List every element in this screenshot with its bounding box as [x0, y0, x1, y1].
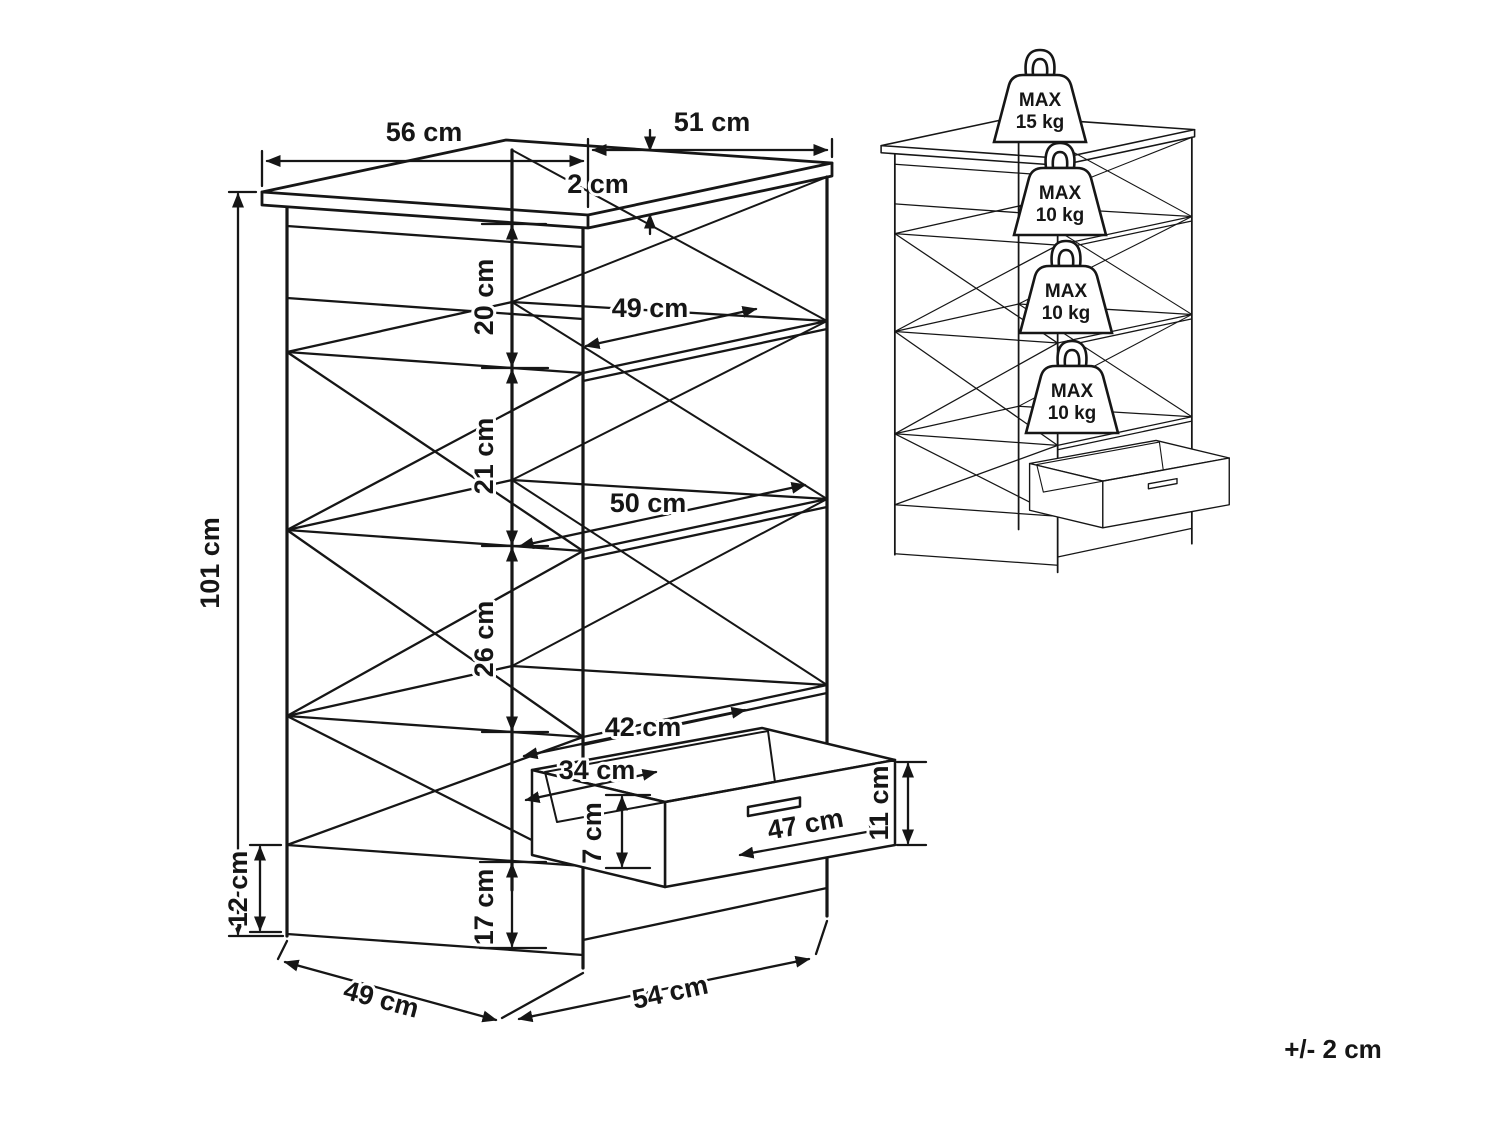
load-limit-badge-shelf3: MAX 10 kg — [1024, 339, 1120, 435]
dim-top-thickness: 2 cm — [567, 169, 629, 199]
load-limit-line1: MAX — [1051, 381, 1094, 402]
dim-shelf-width: 50 cm — [610, 488, 687, 518]
arrow-shelf-width — [518, 481, 807, 550]
dim-top-width: 56 cm — [386, 117, 463, 147]
dim-top-depth: 51 cm — [674, 107, 751, 137]
load-limit-badge-shelf1: MAX 10 kg — [1012, 141, 1108, 237]
dim-base-panel-height: 12 cm — [223, 851, 253, 928]
load-limit-line1: MAX — [1039, 183, 1082, 204]
dim-gap-bottom: 26 cm — [469, 601, 499, 678]
load-limit-line2: 15 kg — [1016, 112, 1065, 133]
dim-base-depth: 49 cm — [340, 975, 422, 1024]
arrow-base-width — [517, 955, 811, 1023]
dim-drawer-front-height: 11 cm — [864, 765, 894, 840]
dim-gap-middle: 21 cm — [469, 418, 499, 495]
arrow-opening-width — [522, 706, 747, 760]
load-limit-line1: MAX — [1019, 90, 1062, 111]
load-limit-badges: MAX 15 kg MAX 10 kg MAX 10 kg MAX 10 kg — [992, 48, 1120, 435]
arrow-drawer-inner-width — [524, 768, 658, 804]
load-limit-badge-shelf2: MAX 10 kg — [1018, 239, 1114, 335]
dim-shelf-depth: 49 cm — [612, 293, 689, 323]
dim-base-width: 54 cm — [630, 970, 711, 1015]
load-limit-line2: 10 kg — [1036, 205, 1085, 226]
arrow-base-depth — [283, 959, 498, 1023]
dim-total-height: 101 cm — [195, 517, 225, 609]
dim-opening-width: 42 cm — [605, 712, 682, 742]
load-limit-line1: MAX — [1045, 281, 1088, 302]
dim-drawer-inner-width: 34 cm — [559, 755, 636, 785]
tolerance-note: +/- 2 cm — [1284, 1034, 1382, 1064]
dim-gap-top: 20 cm — [469, 259, 499, 336]
dim-drawer-inner-height: 7 cm — [577, 802, 607, 864]
load-limit-line2: 10 kg — [1048, 403, 1097, 424]
arrow-shelf-depth — [584, 306, 758, 349]
load-limit-line2: 10 kg — [1042, 303, 1091, 324]
extension-lines — [227, 137, 928, 1020]
load-limit-badge-top: MAX 15 kg — [992, 48, 1088, 144]
arrow-drawer-front-width — [738, 825, 885, 859]
dim-floor-clearance: 17 cm — [469, 869, 499, 946]
